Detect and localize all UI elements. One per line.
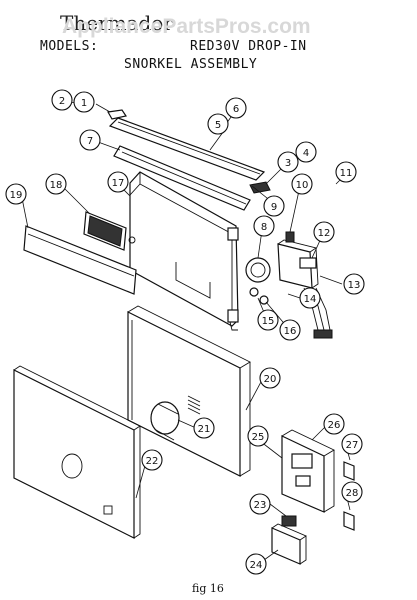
- part-3-block: [249, 181, 271, 194]
- svg-text:14: 14: [304, 294, 317, 305]
- svg-text:16: 16: [284, 326, 297, 337]
- watermark: AppliancePartsPros.com: [62, 15, 311, 38]
- part-24-relay: [271, 527, 301, 565]
- svg-text:13: 13: [348, 280, 361, 291]
- models-value: RED30V DROP-IN: [190, 39, 307, 54]
- svg-text:25: 25: [252, 432, 265, 443]
- part-10-switch: [285, 231, 295, 243]
- callout-16: 16: [279, 319, 301, 341]
- callout-12: 12: [313, 221, 335, 243]
- callout-4: 4: [295, 141, 317, 163]
- svg-text:11: 11: [340, 168, 353, 179]
- svg-text:15: 15: [262, 316, 275, 327]
- svg-text:27: 27: [346, 440, 359, 451]
- vent-slots: [187, 395, 201, 415]
- callout-6: 6: [225, 97, 247, 119]
- svg-text:1: 1: [81, 98, 87, 109]
- callout-20: 20: [259, 367, 281, 389]
- svg-text:3: 3: [285, 158, 291, 169]
- svg-text:28: 28: [346, 488, 359, 499]
- callout-7: 7: [79, 129, 101, 151]
- svg-text:4: 4: [303, 148, 309, 159]
- callout-2: 2: [51, 89, 73, 111]
- callout-18: 18: [45, 173, 67, 195]
- svg-text:12: 12: [318, 228, 331, 239]
- figure-label: fig 16: [192, 582, 224, 595]
- callout-3: 3: [277, 151, 299, 173]
- callout-9: 9: [263, 195, 285, 217]
- callout-19: 19: [5, 183, 27, 205]
- callout-5: 5: [207, 113, 229, 135]
- svg-text:18: 18: [50, 180, 63, 191]
- callout-22: 22: [141, 449, 163, 471]
- callout-8: 8: [253, 215, 275, 237]
- svg-text:9: 9: [271, 202, 277, 213]
- svg-text:24: 24: [250, 560, 263, 571]
- brand-title: Thermador: [60, 11, 173, 35]
- part-26-control-box: [281, 435, 325, 513]
- callout-26: 26: [323, 413, 345, 435]
- part-12-connector: [299, 257, 317, 269]
- svg-text:6: 6: [233, 104, 239, 115]
- callout-1: 1: [73, 91, 95, 113]
- part-8-motor-ring: [245, 257, 271, 283]
- callout-27: 27: [341, 433, 363, 455]
- callout-24: 24: [245, 553, 267, 575]
- callout-13: 13: [343, 273, 365, 295]
- callout-10: 10: [291, 173, 313, 195]
- part-27-switch: [343, 461, 355, 481]
- svg-text:21: 21: [198, 424, 211, 435]
- svg-text:26: 26: [328, 420, 341, 431]
- part-20-back-panel: [127, 311, 241, 477]
- callout-17: 17: [107, 171, 129, 193]
- part-28-switch: [343, 511, 355, 531]
- part-21-fan-motor: [150, 401, 180, 435]
- svg-text:23: 23: [254, 500, 267, 511]
- callout-25: 25: [247, 425, 269, 447]
- svg-text:10: 10: [296, 180, 309, 191]
- svg-text:22: 22: [146, 456, 159, 467]
- svg-text:7: 7: [87, 136, 93, 147]
- callout-21: 21: [193, 417, 215, 439]
- callout-14: 14: [299, 287, 321, 309]
- callout-23: 23: [249, 493, 271, 515]
- callout-15: 15: [257, 309, 279, 331]
- svg-text:5: 5: [215, 120, 221, 131]
- svg-text:20: 20: [264, 374, 277, 385]
- callout-28: 28: [341, 481, 363, 503]
- part-7-channel: [113, 145, 251, 211]
- svg-text:19: 19: [10, 190, 23, 201]
- part-19-front-strip: [23, 225, 137, 295]
- assembly-title: SNORKEL ASSEMBLY: [124, 57, 257, 72]
- svg-text:2: 2: [59, 96, 65, 107]
- callout-11: 11: [335, 161, 357, 183]
- svg-text:17: 17: [112, 178, 125, 189]
- part-23-terminal: [281, 515, 297, 527]
- models-label: MODELS:: [40, 39, 98, 54]
- cover-hole: [61, 453, 83, 479]
- part-1-clip: [107, 109, 127, 120]
- svg-text:8: 8: [261, 222, 267, 233]
